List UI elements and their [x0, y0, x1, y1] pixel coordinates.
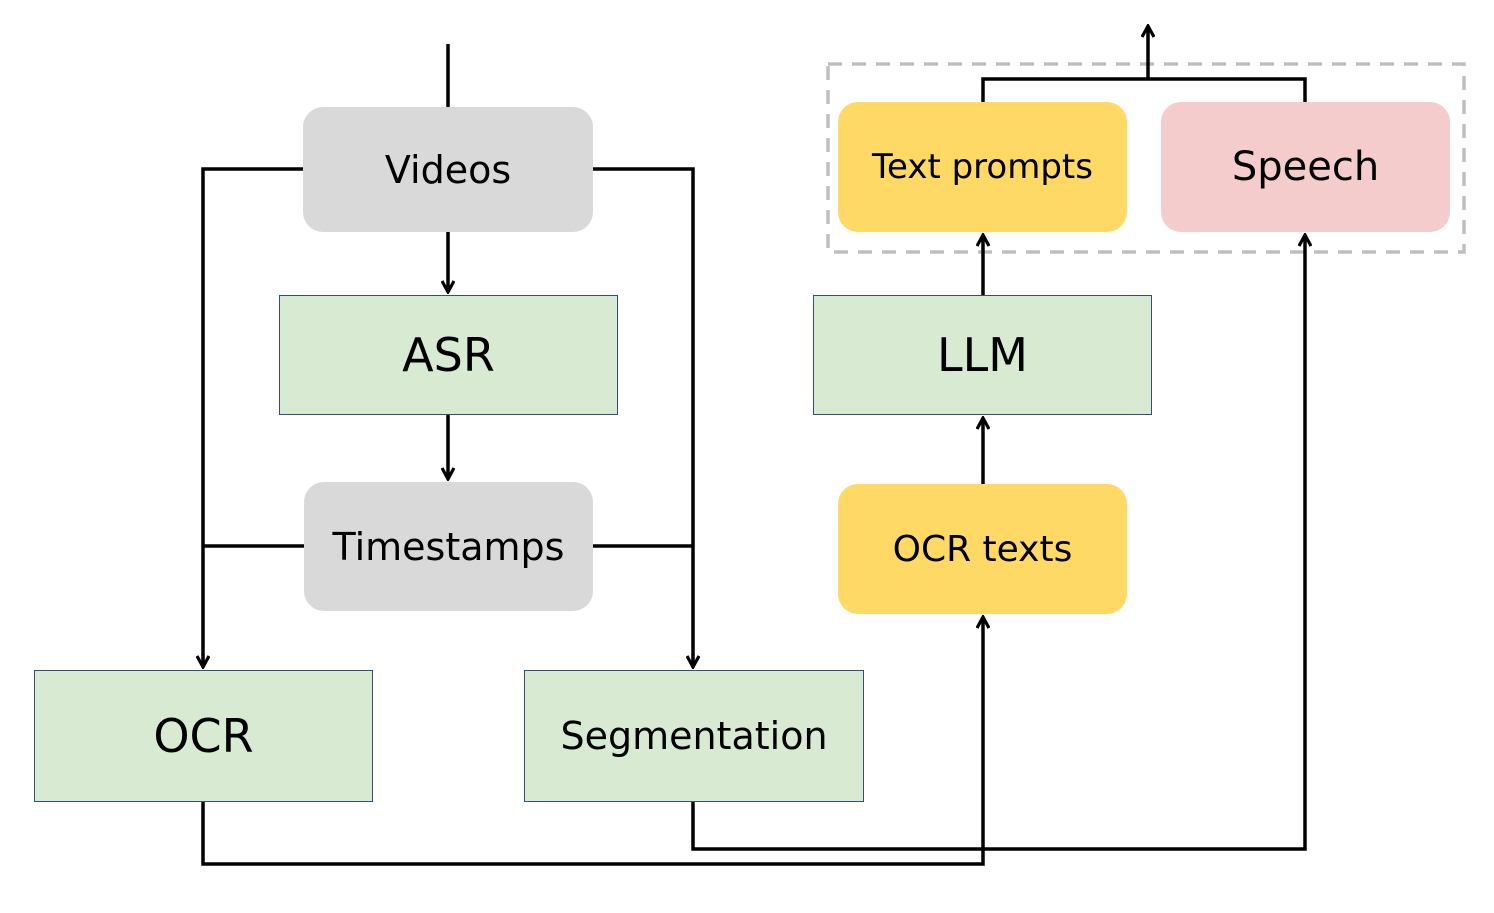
timestamps-node: Timestamps — [304, 482, 593, 611]
speech-node: Speech — [1161, 102, 1450, 232]
arrow-videos-to-segmentation — [593, 167, 693, 667]
llm-label: LLM — [937, 328, 1028, 382]
arrow-videos-to-ocr — [203, 167, 303, 667]
videos-label: Videos — [384, 147, 512, 192]
arrow-ocr-to-ocr-texts — [201, 617, 983, 866]
segmentation-node: Segmentation — [524, 670, 864, 802]
videos-node: Videos — [303, 107, 593, 232]
segmentation-label: Segmentation — [560, 714, 828, 758]
asr-node: ASR — [279, 295, 618, 415]
text-prompts-label: Text prompts — [872, 147, 1093, 187]
llm-node: LLM — [813, 295, 1152, 415]
asr-label: ASR — [402, 328, 495, 382]
line-text-prompts-up — [981, 77, 1148, 102]
speech-label: Speech — [1231, 144, 1380, 190]
ocr-texts-node: OCR texts — [838, 484, 1127, 614]
arrow-segmentation-to-speech — [691, 235, 1305, 851]
ocr-node: OCR — [34, 670, 373, 802]
line-speech-up — [1148, 77, 1307, 102]
ocr-label: OCR — [153, 709, 254, 763]
text-prompts-node: Text prompts — [838, 102, 1127, 232]
timestamps-label: Timestamps — [332, 524, 565, 569]
ocr-texts-label: OCR texts — [892, 528, 1073, 570]
output-group-dashed-border — [826, 62, 1466, 254]
